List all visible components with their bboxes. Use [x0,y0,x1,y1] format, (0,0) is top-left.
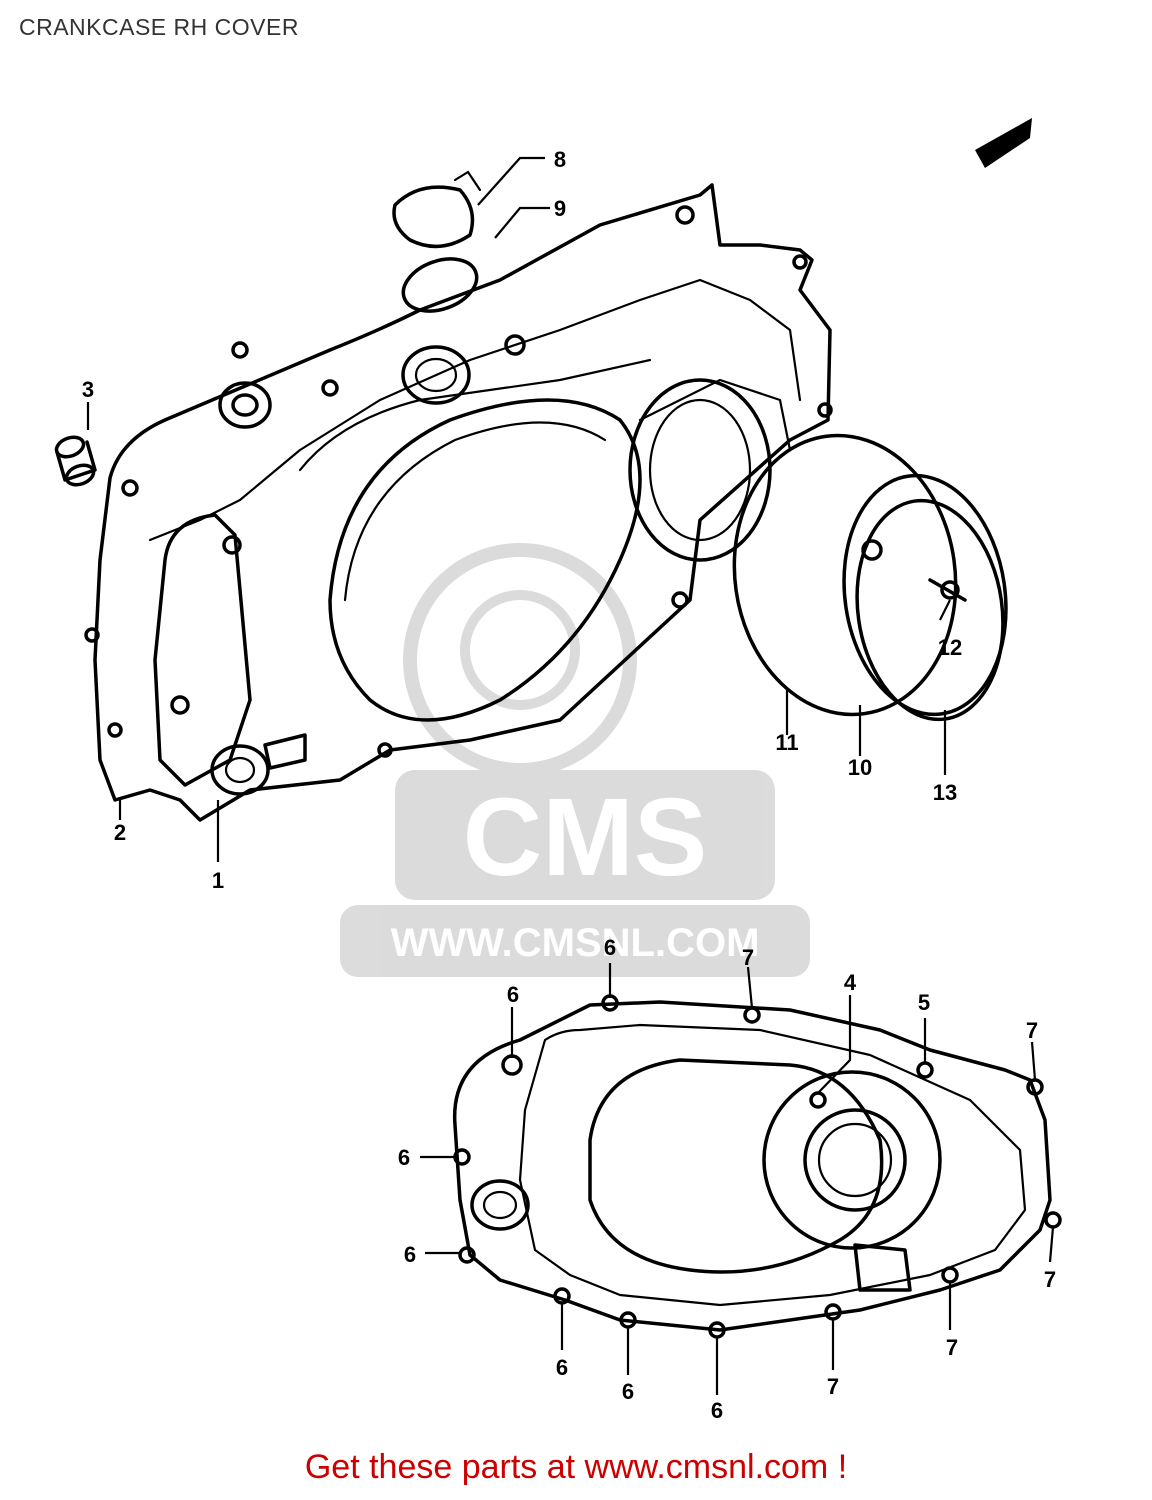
callout-1: 1 [212,868,224,893]
watermark-logo-text: CMS [463,776,707,899]
footer-link[interactable]: Get these parts at www.cmsnl.com ! [304,1448,848,1486]
callout-6g: 6 [711,1398,723,1423]
callout-9: 9 [554,196,566,221]
callout-10: 10 [848,755,872,780]
clutch-cover-part [732,433,1008,722]
callout-labels: 2 1 3 8 9 11 10 13 12 6 6 7 4 5 7 6 6 6 … [82,147,1056,1423]
callout-7e: 7 [1044,1267,1056,1292]
callout-6c: 6 [398,1145,410,1170]
callout-11: 11 [775,730,798,755]
callout-3: 3 [82,377,94,402]
callout-6d: 6 [404,1242,416,1267]
callout-7b: 7 [1026,1018,1038,1043]
watermark-mascot-icon [403,543,637,777]
callout-7c: 7 [827,1374,839,1399]
callout-6a: 6 [507,982,519,1007]
callout-7a: 7 [742,945,754,970]
leader-lines [86,156,1055,1395]
callout-6e: 6 [556,1355,568,1380]
callout-6b: 6 [604,935,616,960]
callout-2: 2 [114,820,126,845]
crankcase-cover-upper [84,170,833,822]
page-title: CRANKCASE RH COVER [19,14,299,40]
crankcase-cover-lower [452,994,1062,1339]
callout-5: 5 [918,990,930,1015]
watermark-url-text: WWW.CMSNL.COM [391,921,760,965]
direction-arrow-icon [975,118,1032,168]
watermark-url-plate [340,905,810,977]
callout-8: 8 [554,147,566,172]
callout-6f: 6 [622,1379,634,1404]
watermark-logo-plate [395,770,775,900]
cms-watermark: CMS WWW.CMSNL.COM [340,543,810,977]
callout-7d: 7 [946,1335,958,1360]
callout-12: 12 [938,635,962,660]
plug-part [54,435,97,487]
callout-4: 4 [844,970,857,995]
callout-13: 13 [933,780,957,805]
